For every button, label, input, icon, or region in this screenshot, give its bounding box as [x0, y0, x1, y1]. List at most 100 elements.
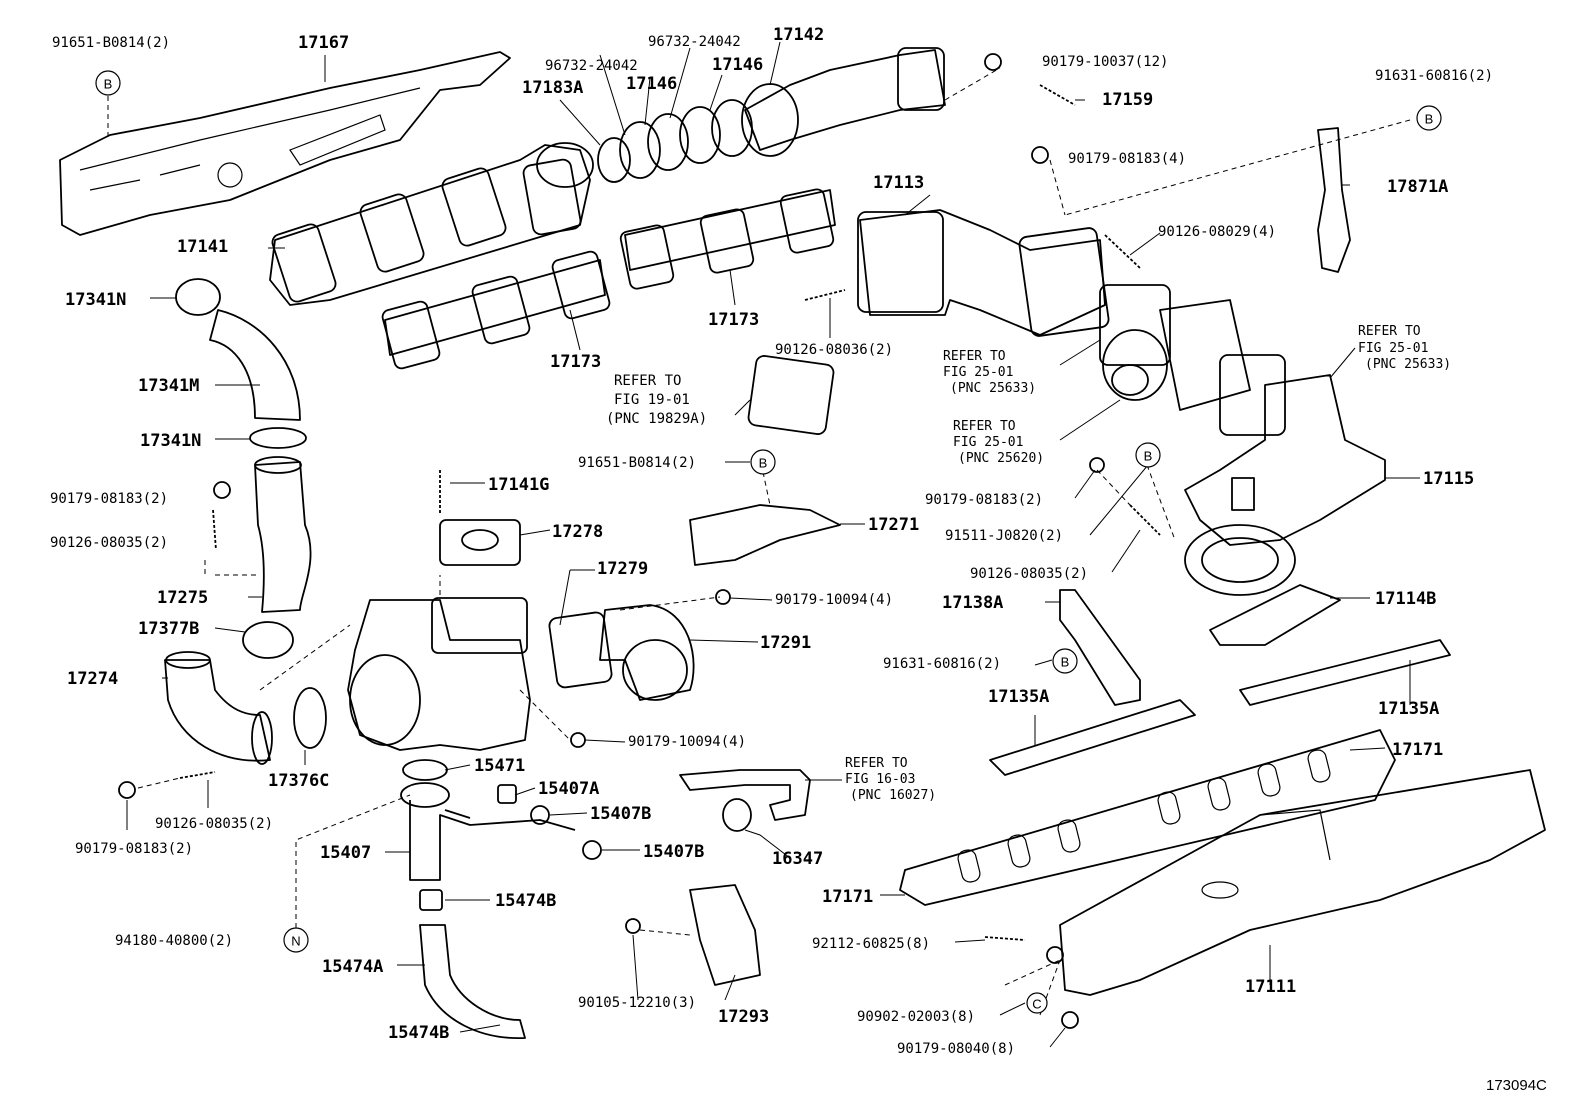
label-90179-08183-bottom: 90179-08183(2) [75, 841, 193, 857]
label-90179-08183-left: 90179-08183(2) [50, 491, 168, 507]
intake-gasket-17171 [899, 729, 1396, 906]
intake-manifold-17111 [1059, 769, 1546, 996]
label-17871a: 17871A [1387, 177, 1448, 197]
svg-text:B: B [1144, 449, 1153, 464]
label-90179-08040: 90179-08040(8) [897, 1041, 1015, 1057]
svg-text:FIG 16-03: FIG 16-03 [845, 772, 915, 787]
label-17115: 17115 [1423, 469, 1474, 489]
label-90126-08035-left: 90126-08035(2) [50, 535, 168, 551]
label-17271: 17271 [868, 515, 919, 535]
label-17146-b: 17146 [712, 55, 763, 75]
label-90179-08183-top: 90179-08183(4) [1068, 151, 1186, 167]
nuts [118, 53, 1105, 1029]
label-15407b-b: 15407B [643, 842, 704, 862]
label-17293: 17293 [718, 1007, 769, 1027]
svg-text:(PNC 19829A): (PNC 19829A) [606, 411, 707, 427]
label-17111: 17111 [1245, 977, 1296, 997]
svg-text:B: B [759, 456, 768, 471]
svg-text:(PNC 25633): (PNC 25633) [1365, 357, 1451, 372]
label-17341m: 17341M [138, 376, 199, 396]
exhaust-pipe-17113 [857, 209, 1110, 337]
svg-text:FIG 25-01: FIG 25-01 [953, 435, 1023, 450]
svg-text:REFER TO: REFER TO [845, 756, 908, 771]
label-17138a: 17138A [942, 593, 1003, 613]
svg-text:B: B [1061, 655, 1070, 670]
label-90179-10037: 90179-10037(12) [1042, 54, 1168, 70]
tag-b-top-right: B [1416, 105, 1442, 131]
label-17114b: 17114B [1375, 589, 1436, 609]
tag-n: N [283, 927, 309, 953]
elbow-17274 [164, 651, 273, 765]
label-90105-12210: 90105-12210(3) [578, 995, 696, 1011]
label-91511-j0820: 91511-J0820(2) [945, 528, 1063, 544]
label-17377b: 17377B [138, 619, 199, 639]
gasket-17114b [1209, 584, 1341, 646]
svg-text:REFER TO: REFER TO [953, 419, 1016, 434]
label-17275: 17275 [157, 588, 208, 608]
label-92112-60825: 92112-60825(8) [812, 936, 930, 952]
svg-text:REFER TO: REFER TO [1358, 324, 1421, 339]
turbocharger [347, 519, 531, 751]
bracket-17293 [689, 884, 761, 986]
pipe-16347 [679, 769, 811, 832]
tag-b-mid: B [750, 449, 776, 475]
label-15474b-lower: 15474B [388, 1023, 449, 1043]
gasket-17279 [548, 611, 613, 689]
tag-c: C [1026, 992, 1048, 1014]
svg-text:C: C [1032, 997, 1041, 1012]
label-17141: 17141 [177, 237, 228, 257]
svg-text:N: N [291, 934, 300, 949]
label-17135a-right: 17135A [1378, 699, 1439, 719]
label-17171-left: 17171 [822, 887, 873, 907]
rail-17135a-right [1239, 639, 1451, 706]
label-17183a: 17183A [522, 78, 583, 98]
label-96732-24042-a: 96732-24042 [545, 58, 638, 74]
label-90179-10094-upper: 90179-10094(4) [775, 592, 893, 608]
svg-text:(PNC 25633): (PNC 25633) [950, 381, 1036, 396]
exhaust-sleeves [597, 47, 946, 183]
egr-assembly [1099, 284, 1286, 436]
label-17135a-left: 17135A [988, 687, 1049, 707]
label-15474b-upper: 15474B [495, 891, 556, 911]
refer-fig-25-01-c: REFER TO FIG 25-01 (PNC 25620) [953, 419, 1044, 466]
svg-text:REFER TO: REFER TO [614, 373, 681, 389]
leader-lines [126, 41, 1420, 1048]
bracket-17871a [1317, 127, 1351, 273]
label-17278: 17278 [552, 522, 603, 542]
hose-assembly-17341 [175, 278, 312, 613]
bracket-17138a [1059, 589, 1141, 706]
refer-fig-19-01: REFER TO FIG 19-01 (PNC 19829A) [606, 373, 707, 427]
tag-b-right: B [1135, 442, 1161, 468]
label-94180-40800: 94180-40800(2) [115, 933, 233, 949]
label-90179-10094-lower: 90179-10094(4) [628, 734, 746, 750]
label-90179-08183-right: 90179-08183(2) [925, 492, 1043, 508]
label-17159: 17159 [1102, 90, 1153, 110]
tag-b-lower: B [1052, 648, 1078, 674]
svg-text:B: B [104, 77, 113, 92]
elbow-17291 [599, 604, 695, 701]
svg-text:FIG 19-01: FIG 19-01 [614, 392, 690, 408]
label-17173-right: 17173 [708, 310, 759, 330]
label-17341n-top: 17341N [65, 290, 126, 310]
label-90902-02003: 90902-02003(8) [857, 1009, 975, 1025]
label-15471: 15471 [474, 756, 525, 776]
svg-text:FIG 25-01: FIG 25-01 [943, 365, 1013, 380]
label-15474a: 15474A [322, 957, 383, 977]
svg-text:B: B [1425, 112, 1434, 127]
label-16347: 16347 [772, 849, 823, 869]
label-17341n-mid: 17341N [140, 431, 201, 451]
gasket-17377b [242, 621, 294, 659]
label-96732-24042-b: 96732-24042 [648, 34, 741, 50]
label-90126-08029: 90126-08029(4) [1158, 224, 1276, 240]
label-17376c: 17376C [268, 771, 329, 791]
refer-fig-25-01-b: REFER TO FIG 25-01 (PNC 25633) [1358, 324, 1451, 372]
label-17141g: 17141G [488, 475, 549, 495]
label-91631-60816-top: 91631-60816(2) [1375, 68, 1493, 84]
exhaust-manifold-17141 [269, 142, 594, 306]
label-90126-08035-bottom: 90126-08035(2) [155, 816, 273, 832]
tag-b-top-left: B [95, 70, 121, 96]
label-15407a: 15407A [538, 779, 599, 799]
studs [179, 84, 1161, 941]
label-91631-60816-mid: 91631-60816(2) [883, 656, 1001, 672]
